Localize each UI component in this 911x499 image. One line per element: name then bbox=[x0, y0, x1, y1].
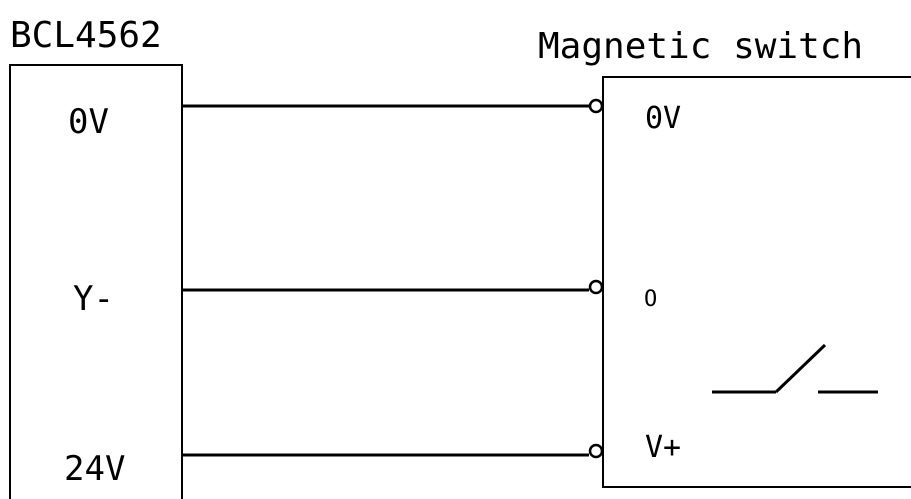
controller-box bbox=[9, 64, 183, 499]
controller-title: BCL4562 bbox=[10, 15, 162, 56]
device-title: Magnetic switch bbox=[538, 26, 863, 67]
terminal-circle-icon bbox=[588, 279, 604, 295]
device-pin-0v: 0V bbox=[645, 101, 681, 136]
controller-pin-y-minus: Y- bbox=[73, 279, 114, 319]
controller-pin-24v: 24V bbox=[64, 449, 125, 489]
device-pin-o: O bbox=[644, 287, 657, 312]
normally-open-switch-icon bbox=[712, 343, 878, 394]
device-pin-v-plus: V+ bbox=[645, 430, 681, 465]
device-box bbox=[602, 76, 911, 488]
terminal-circle-icon bbox=[588, 443, 604, 459]
terminal-circle-icon bbox=[588, 98, 604, 114]
controller-pin-0v: 0V bbox=[68, 102, 109, 142]
